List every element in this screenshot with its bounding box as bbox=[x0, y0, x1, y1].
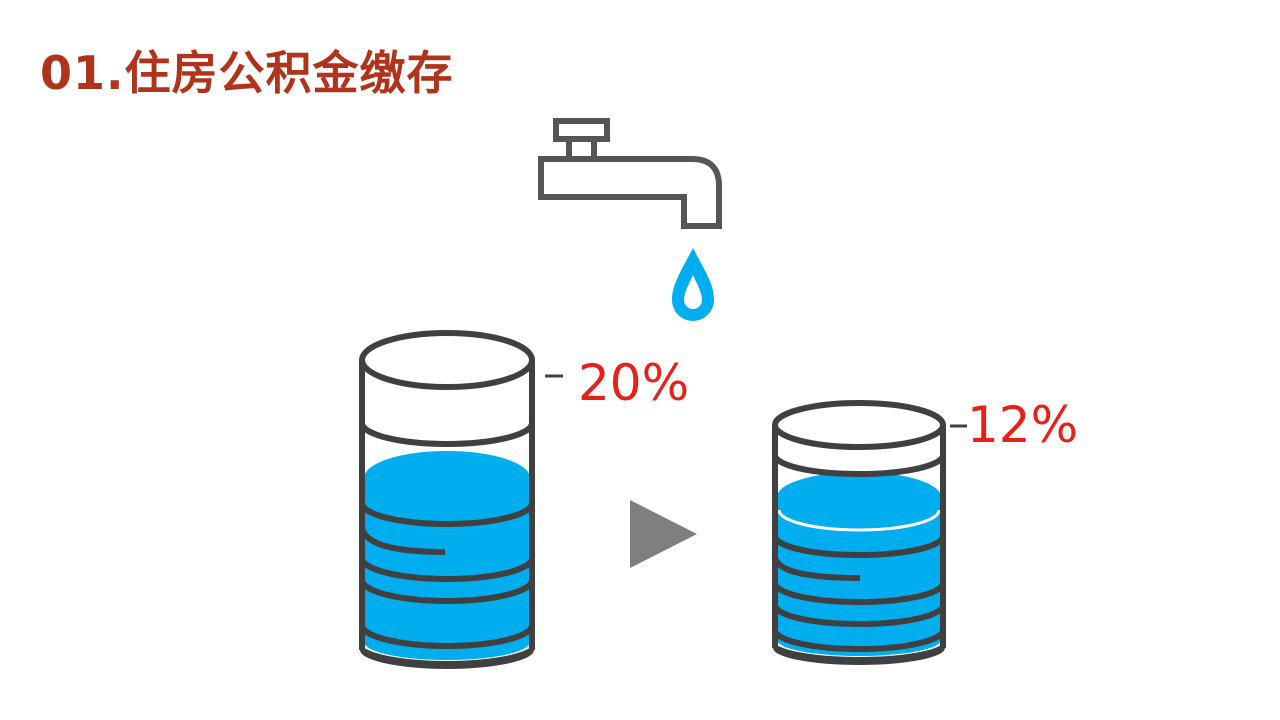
percent-before-label: 20% bbox=[578, 358, 689, 408]
play-arrow-icon bbox=[630, 500, 697, 568]
water-fill-before bbox=[364, 480, 530, 660]
cylinder-before bbox=[360, 333, 563, 669]
water-drop-icon bbox=[672, 248, 714, 321]
water-surface-after bbox=[777, 472, 941, 522]
cylinder-after bbox=[773, 403, 967, 665]
percent-after-label: 12% bbox=[967, 400, 1078, 450]
water-surface-before bbox=[364, 451, 530, 505]
faucet-icon bbox=[541, 121, 719, 226]
